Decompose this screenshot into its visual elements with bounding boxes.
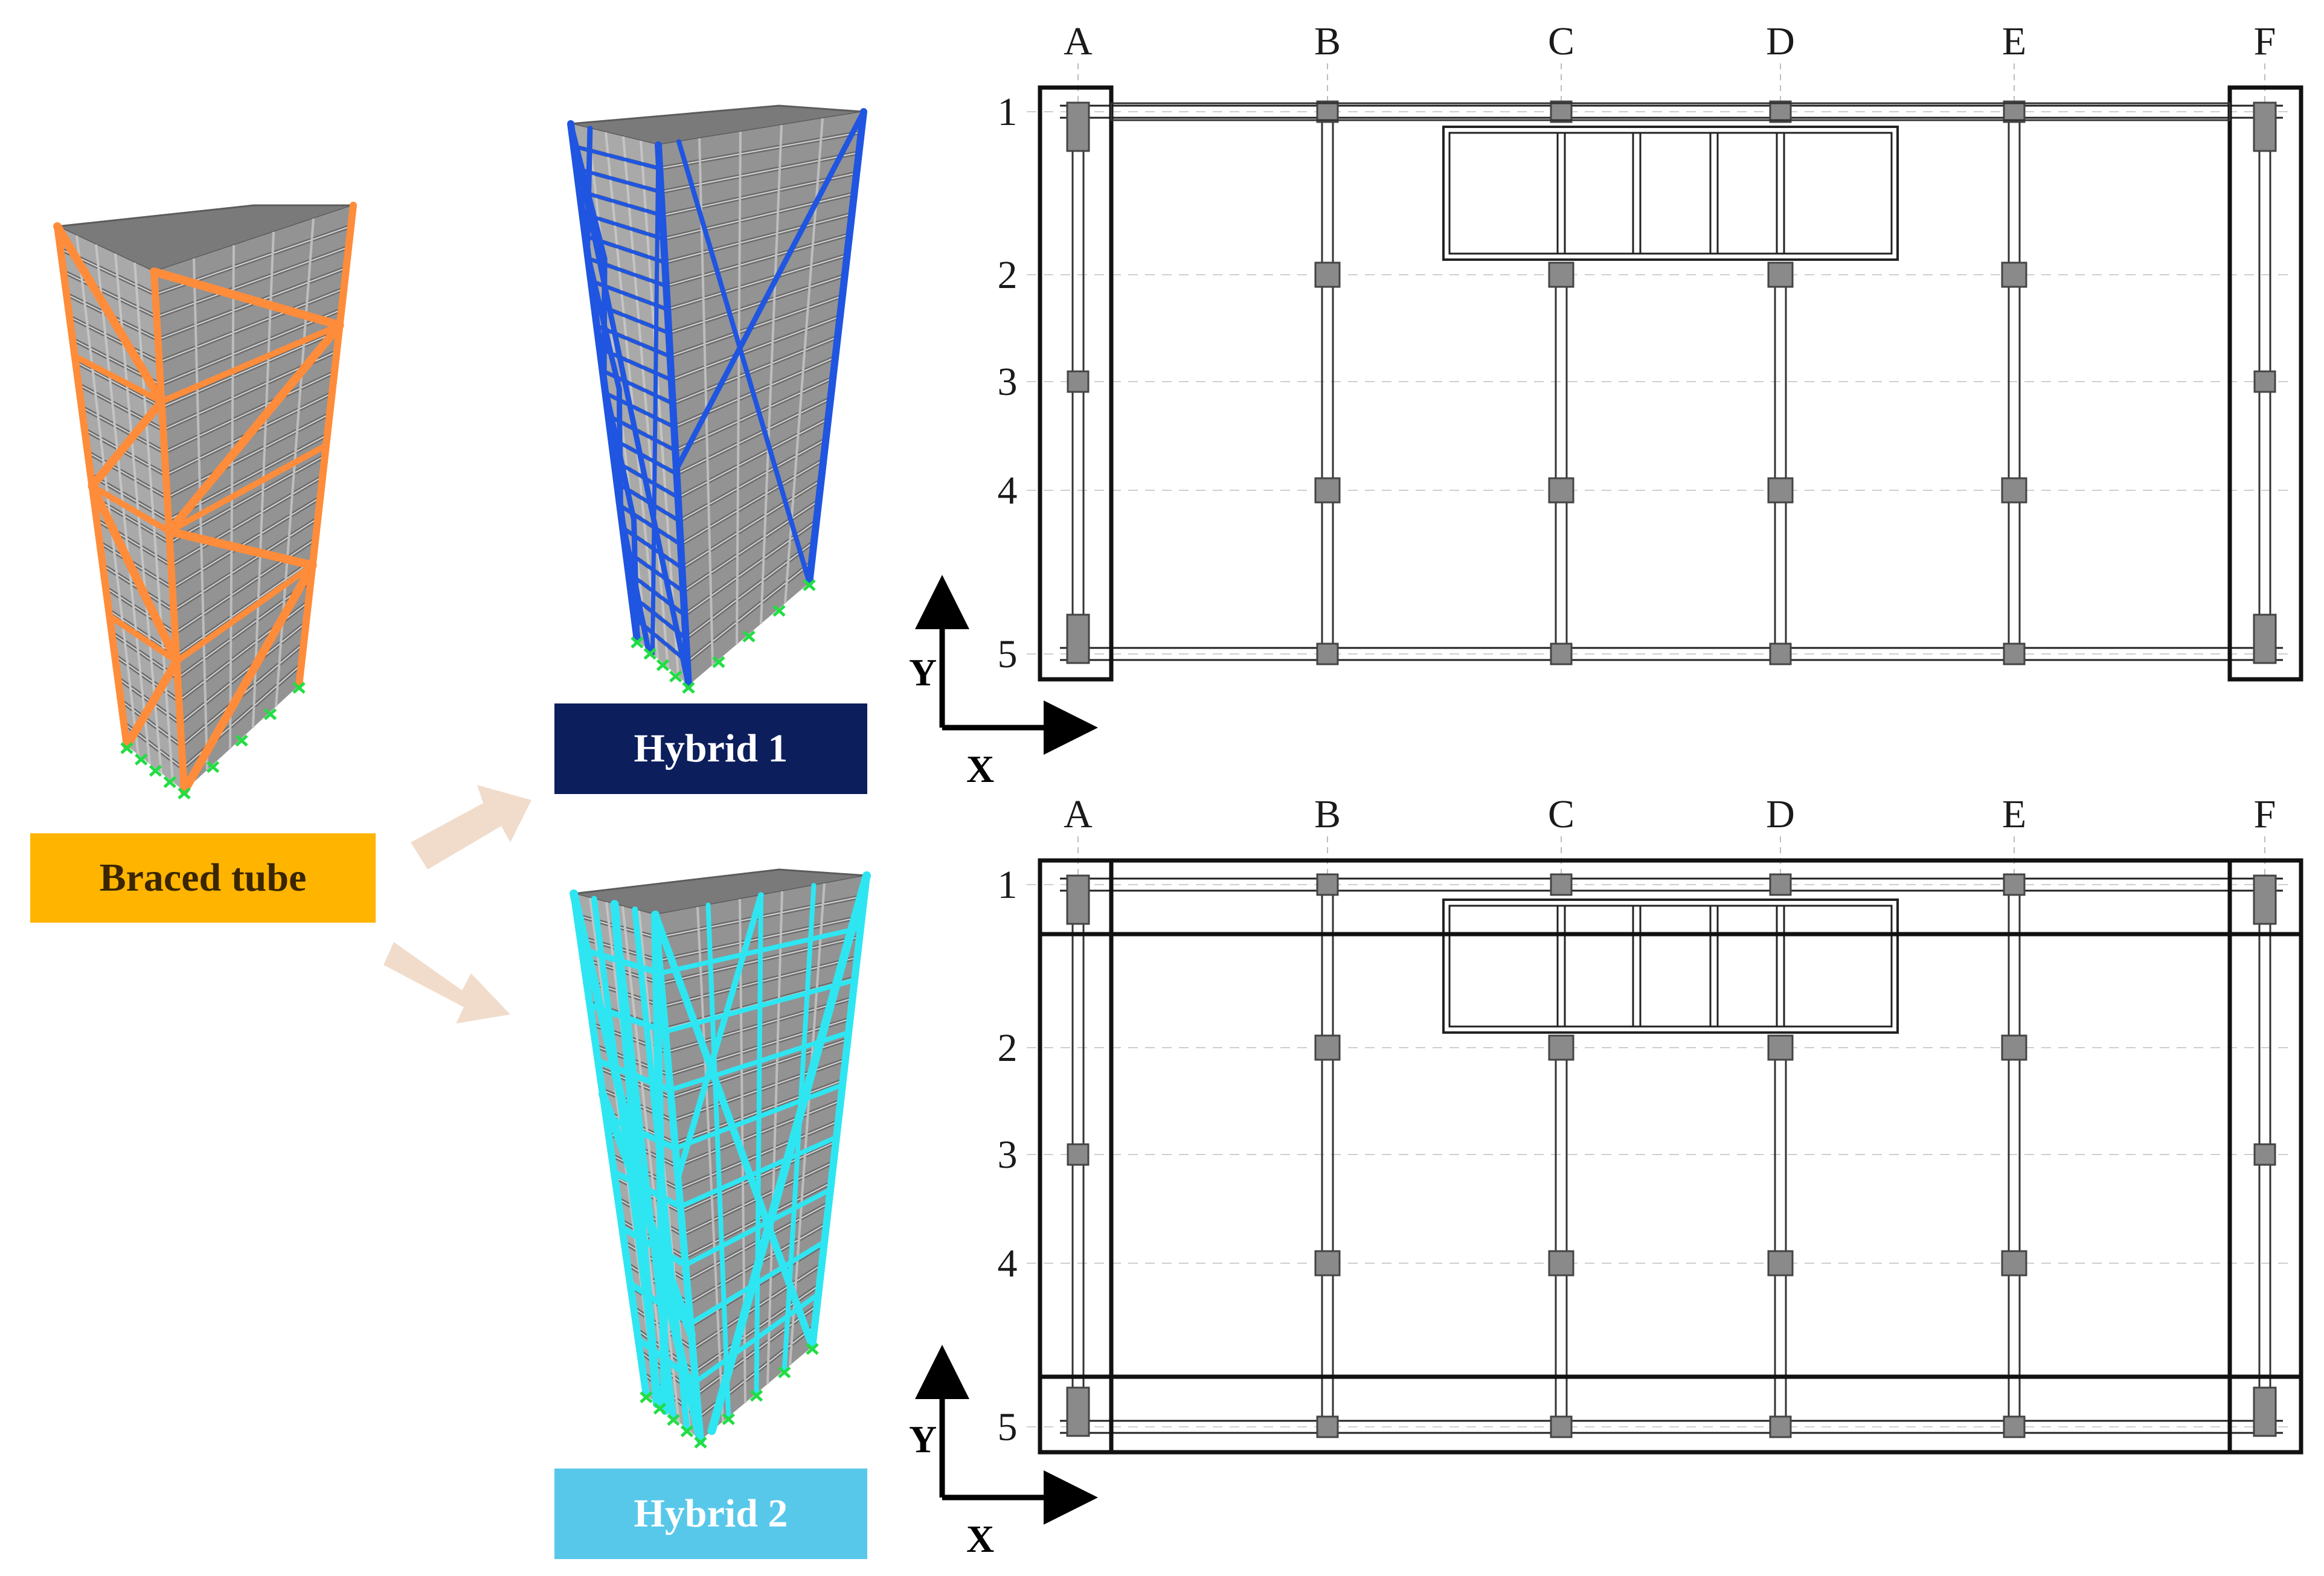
axis-y-label: Y (909, 1418, 937, 1461)
grid-label-e: E (2002, 792, 2026, 836)
hybrid-1-label: Hybrid 1 (554, 703, 867, 794)
floor-plan-hybrid-1: A B C D E F 1 2 3 4 5 (998, 19, 2303, 682)
grid-label-1: 1 (998, 90, 1018, 134)
grid-label-e: E (2002, 19, 2026, 63)
axis-y-label: Y (909, 651, 937, 694)
braced-tube-tower-model (53, 202, 357, 799)
grid-label-c: C (1548, 19, 1574, 63)
braced-tube-label: Braced tube (30, 833, 376, 923)
floor-plan-hybrid-2: A B C D E F 1 2 3 4 5 (998, 792, 2303, 1455)
grid-label-4: 4 (998, 469, 1018, 513)
grid-label-1: 1 (998, 863, 1018, 907)
grid-label-d: D (1766, 19, 1795, 63)
axis-indicator-top: Y X (909, 575, 1098, 790)
axis-x-label: X (966, 1517, 994, 1560)
hybrid-1-tower-model (567, 104, 867, 694)
grid-label-a: A (1064, 19, 1093, 63)
grid-label-4: 4 (998, 1241, 1018, 1286)
axis-indicator-bottom: Y X (909, 1345, 1098, 1560)
grid-label-f: F (2254, 19, 2276, 63)
grid-label-f: F (2254, 792, 2276, 836)
grid-label-b: B (1314, 19, 1341, 63)
grid-label-3: 3 (998, 360, 1018, 404)
hybrid-2-label: Hybrid 2 (554, 1469, 867, 1559)
flow-arrow-to-hybrid-1 (411, 785, 531, 870)
hybrid-2-tower-model (570, 868, 871, 1449)
grid-label-3: 3 (998, 1133, 1018, 1177)
grid-label-5: 5 (998, 1405, 1018, 1449)
grid-label-d: D (1766, 792, 1795, 836)
grid-label-2: 2 (998, 253, 1018, 297)
axis-x-label: X (966, 748, 994, 790)
flow-arrow-to-hybrid-2 (384, 942, 510, 1023)
grid-label-5: 5 (998, 632, 1018, 676)
grid-label-a: A (1064, 792, 1093, 836)
grid-label-c: C (1548, 792, 1574, 836)
grid-label-2: 2 (998, 1026, 1018, 1070)
grid-label-b: B (1314, 792, 1341, 836)
